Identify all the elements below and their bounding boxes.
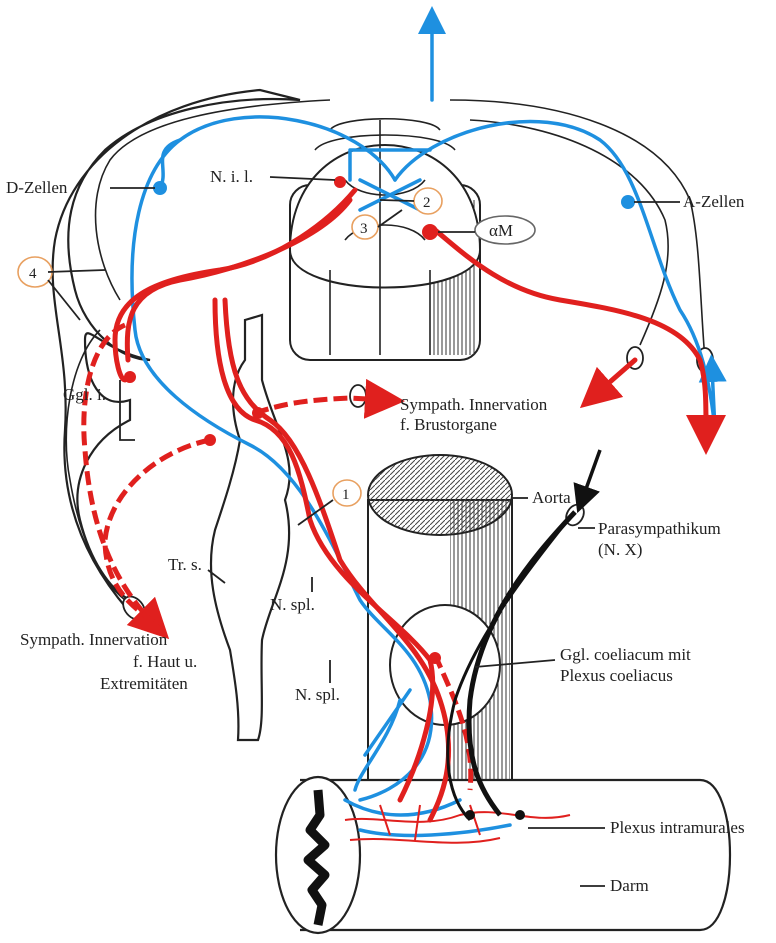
label-n-spl-2: N. spl.	[295, 685, 340, 704]
label-sympath-brust-1: Sympath. Innervation	[400, 395, 548, 414]
spinal-cord	[290, 119, 480, 360]
marker-1: 1	[342, 487, 350, 503]
leader-2	[380, 200, 414, 201]
label-sympath-haut-3: Extremitäten	[100, 674, 188, 693]
marker-3: 3	[360, 221, 368, 237]
label-tr-s: Tr. s.	[168, 555, 202, 574]
marker-4: 4	[29, 266, 37, 282]
trunk-cell-1	[252, 407, 264, 419]
red-dash-brust	[255, 398, 385, 413]
label-sympath-brust-2: f. Brustorgane	[400, 415, 497, 434]
label-ggl-coel-2: Plexus coeliacus	[560, 666, 673, 685]
plexus-cell-2	[515, 810, 525, 820]
label-aorta: Aorta	[532, 488, 571, 507]
label-ggl-coel-1: Ggl. coeliacum mit	[560, 645, 691, 664]
alpha-m-cell	[422, 224, 438, 240]
d-zellen-cell	[153, 181, 167, 195]
nil-cell	[334, 176, 346, 188]
label-a-zellen: A-Zellen	[683, 192, 745, 211]
red-fiber-right-branch	[595, 360, 635, 395]
label-parasym-2: (N. X)	[598, 540, 642, 559]
label-d-zellen: D-Zellen	[6, 178, 68, 197]
plexus-cell-1	[465, 810, 475, 820]
a-zellen-cell	[621, 195, 635, 209]
label-darm: Darm	[610, 876, 649, 895]
black-arrow-vagus	[582, 450, 600, 500]
label-n-spl-1: N. spl.	[270, 595, 315, 614]
marker-2: 2	[423, 195, 431, 211]
ganglion-coeliacum	[390, 605, 500, 725]
label-sympath-haut-1: Sympath. Innervation	[20, 630, 168, 649]
ggl-coel-cell	[429, 652, 441, 664]
label-sympath-haut-2: f. Haut u.	[133, 652, 197, 671]
label-alpha-m: αM	[489, 221, 513, 240]
label-parasym-1: Parasympathikum	[598, 519, 721, 538]
label-nil: N. i. l.	[210, 167, 253, 186]
label-ggl-i: Ggl. i.	[63, 385, 106, 404]
trunk-cell-2	[204, 434, 216, 446]
label-plexus-intramurales: Plexus intramurales	[610, 818, 745, 837]
ggl-i-cell	[124, 371, 136, 383]
